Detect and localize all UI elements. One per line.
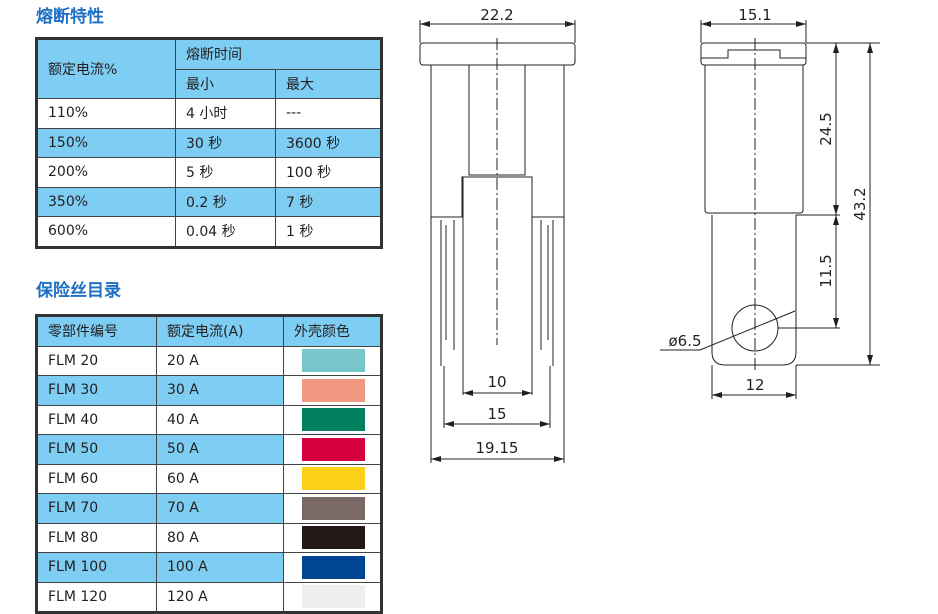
cell-pct: 150%: [36, 127, 176, 158]
cell-pct: 110%: [36, 98, 176, 129]
cell-part: FLM 50: [36, 434, 157, 465]
color-swatch: [302, 408, 365, 432]
color-swatch: [302, 496, 365, 520]
dim-front-pin-span: 15: [487, 405, 506, 423]
cell-pct: 200%: [36, 157, 176, 188]
cell-max: 3600 秒: [275, 127, 382, 158]
cell-min: 5 秒: [175, 157, 276, 188]
cell-current: 20 A: [156, 345, 284, 376]
dim-side-tab-width: 12: [745, 376, 764, 394]
dim-front-blade: 10: [487, 373, 506, 391]
cell-max: 100 秒: [275, 157, 382, 188]
fuse-characteristics-title: 熔断特性: [36, 7, 104, 27]
cell-color: [283, 345, 382, 376]
header-min: 最小: [175, 68, 276, 99]
header-color: 外壳颜色: [283, 315, 382, 347]
cell-color: [283, 404, 382, 435]
cell-current: 50 A: [156, 434, 284, 465]
cell-min: 30 秒: [175, 127, 276, 158]
cell-part: FLM 60: [36, 463, 157, 494]
dim-tab-height: 11.5: [817, 254, 835, 287]
cell-pct: 600%: [36, 216, 176, 248]
header-max: 最大: [275, 68, 382, 99]
color-swatch: [302, 526, 365, 550]
dim-body-height: 24.5: [817, 112, 835, 145]
dim-front-width-top: 22.2: [480, 6, 513, 24]
cell-color: [283, 552, 382, 583]
cell-color: [283, 581, 382, 613]
color-swatch: [302, 467, 365, 491]
front-view: [419, 20, 576, 463]
color-swatch: [302, 585, 365, 609]
cell-min: 0.04 秒: [175, 216, 276, 248]
cell-color: [283, 493, 382, 524]
side-view: [660, 20, 880, 399]
cell-color: [283, 463, 382, 494]
cell-min: 4 小时: [175, 98, 276, 129]
color-swatch: [302, 349, 365, 373]
header-part: 零部件编号: [36, 315, 157, 347]
cell-current: 30 A: [156, 375, 284, 406]
cell-color: [283, 434, 382, 465]
catalog-title: 保险丝目录: [36, 281, 121, 301]
cell-current: 120 A: [156, 581, 284, 613]
cell-part: FLM 70: [36, 493, 157, 524]
color-swatch: [302, 378, 365, 402]
dim-total-height: 43.2: [851, 187, 869, 220]
cell-min: 0.2 秒: [175, 186, 276, 217]
table-row: 110%4 小时---: [36, 98, 382, 129]
cell-color: [283, 375, 382, 406]
cell-max: 7 秒: [275, 186, 382, 217]
cell-max: 1 秒: [275, 216, 382, 248]
cell-color: [283, 522, 382, 553]
table-header-row: 额定电流% 熔断时间: [36, 38, 382, 99]
color-swatch: [302, 555, 365, 579]
color-swatch: [302, 437, 365, 461]
dim-hole-diameter: ø6.5: [668, 332, 701, 350]
dim-side-width-top: 15.1: [738, 6, 771, 24]
cell-current: 80 A: [156, 522, 284, 553]
cell-part: FLM 120: [36, 581, 157, 613]
table-header-row: 零部件编号 额定电流(A) 外壳颜色: [36, 315, 382, 347]
dim-front-body-width: 19.15: [476, 439, 519, 457]
header-fuse-time: 熔断时间: [175, 38, 382, 70]
cell-max: ---: [275, 98, 382, 129]
header-current: 额定电流(A): [156, 315, 284, 347]
cell-pct: 350%: [36, 186, 176, 217]
header-rated-current: 额定电流%: [36, 38, 176, 99]
